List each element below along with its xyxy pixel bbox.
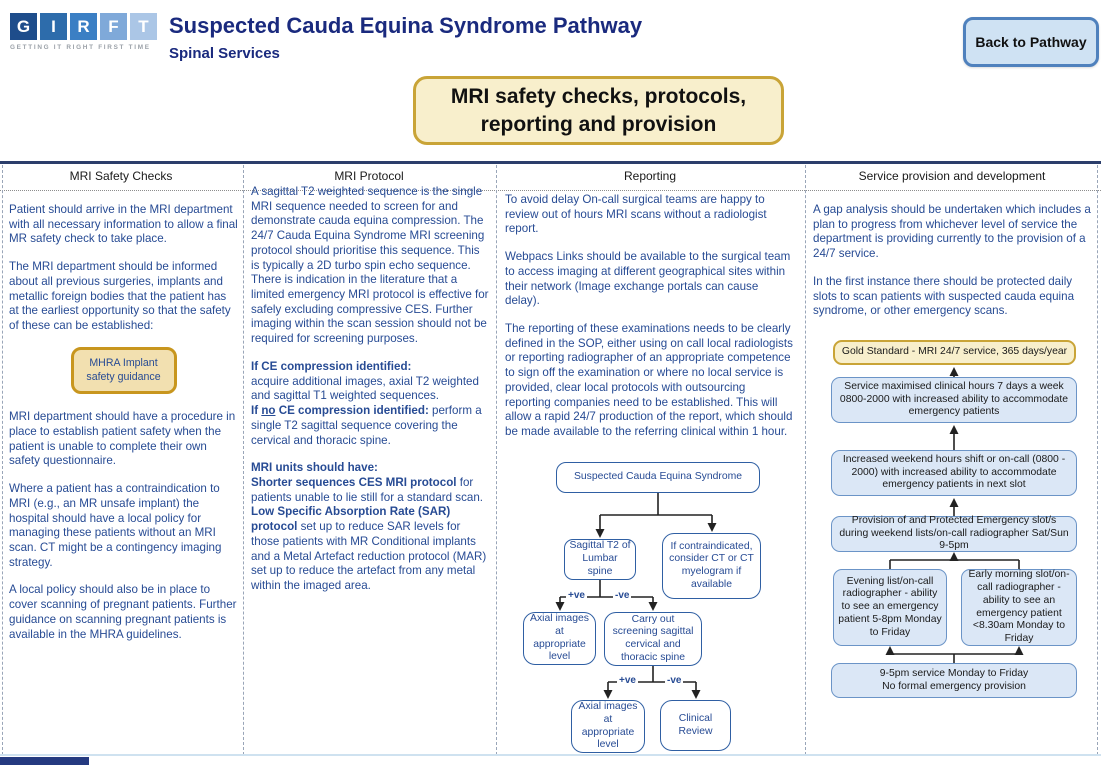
column-mri-protocol: A sagittal T2 weighted sequence is the s… [251, 185, 489, 607]
paragraph: MRI department should have a procedure i… [9, 410, 236, 468]
paragraph: A gap analysis should be undertaken whic… [813, 203, 1091, 261]
ladder-service-maximised: Service maximised clinical hours 7 days … [831, 377, 1077, 423]
column-divider [243, 165, 244, 755]
logo-letter-f: F [100, 13, 127, 40]
branch-label-negative: -ve [613, 590, 632, 601]
column-header-service: Service provision and development [858, 169, 1046, 183]
paragraph: If CE compression identified:acquire add… [251, 359, 482, 447]
ladder-increased-weekend-hours: Increased weekend hours shift or on-call… [831, 450, 1077, 496]
paragraph: The reporting of these examinations need… [505, 322, 793, 439]
logo-letter-t: T [130, 13, 157, 40]
branch-label-positive: +ve [566, 590, 587, 601]
header-top-rule [0, 161, 1101, 164]
ladder-protected-emergency-slots: Provision of and Protected Emergency slo… [831, 515, 1077, 552]
column-divider [496, 165, 497, 755]
column-divider [2, 165, 3, 755]
section-banner: MRI safety checks, protocols, reporting … [413, 76, 784, 145]
flow-node-axial-images-2: Axial images at appropriate level [571, 700, 645, 753]
paragraph: A sagittal T2 weighted sequence is the s… [251, 185, 489, 346]
branch-label-negative: -ve [665, 675, 684, 686]
ladder-early-morning-slot: Early morning slot/on-call radiographer … [961, 569, 1077, 646]
column-header-protocol: MRI Protocol [334, 169, 404, 183]
girft-logo-squares: G I R F T [10, 13, 160, 40]
column-divider [1097, 165, 1098, 755]
flow-node-suspected-ces: Suspected Cauda Equina Syndrome [556, 462, 760, 493]
column-header-reporting: Reporting [623, 169, 677, 183]
paragraph: A local policy should also be in place t… [9, 583, 237, 641]
logo-letter-i: I [40, 13, 67, 40]
column-reporting: To avoid delay On-call surgical teams ar… [505, 193, 794, 453]
ladder-evening-list: Evening list/on-call radiographer - abil… [833, 569, 947, 646]
flow-node-sagittal-t2: Sagittal T2 of Lumbar spine [564, 539, 636, 580]
column-divider [805, 165, 806, 755]
logo-letter-g: G [10, 13, 37, 40]
column-service-provision: A gap analysis should be undertaken whic… [813, 203, 1095, 332]
flow-node-contraindicated: If contraindicated, consider CT or CT my… [662, 533, 761, 599]
branch-label-positive: +ve [617, 675, 638, 686]
paragraph: Webpacs Links should be available to the… [505, 250, 791, 308]
page-title: Suspected Cauda Equina Syndrome Pathway [169, 13, 643, 38]
paragraph: The MRI department should be informed ab… [9, 260, 231, 333]
page-bottom-rule [0, 754, 1101, 756]
header-bottom-rule [0, 190, 1101, 191]
logo-tagline: GETTING IT RIGHT FIRST TIME [10, 44, 151, 51]
paragraph: To avoid delay On-call surgical teams ar… [505, 193, 767, 236]
ladder-gold-standard: Gold Standard - MRI 24/7 service, 365 da… [833, 340, 1076, 365]
column-header-safety: MRI Safety Checks [69, 169, 173, 183]
ladder-base-service: 9-5pm service Monday to Friday No formal… [831, 663, 1077, 698]
logo-letter-r: R [70, 13, 97, 40]
paragraph: Where a patient has a contraindication t… [9, 482, 222, 569]
mhra-implant-guidance-button[interactable]: MHRA Implant safety guidance [70, 346, 177, 395]
flow-node-screening-cervical-thoracic: Carry out screening sagittal cervical an… [604, 612, 702, 666]
back-to-pathway-button[interactable]: Back to Pathway [963, 17, 1099, 67]
paragraph: Patient should arrive in the MRI departm… [9, 203, 238, 246]
girft-logo: G I R F T GETTING IT RIGHT FIRST TIME [10, 13, 160, 51]
column-safety-checks: Patient should arrive in the MRI departm… [9, 203, 238, 655]
flow-node-axial-images-1: Axial images at appropriate level [523, 612, 596, 665]
bottom-left-bar [0, 757, 89, 765]
paragraph: MRI units should have:Shorter sequences … [251, 461, 487, 592]
flow-node-clinical-review: Clinical Review [660, 700, 731, 751]
page-subtitle: Spinal Services [169, 45, 280, 62]
paragraph: In the first instance there should be pr… [813, 274, 1075, 318]
